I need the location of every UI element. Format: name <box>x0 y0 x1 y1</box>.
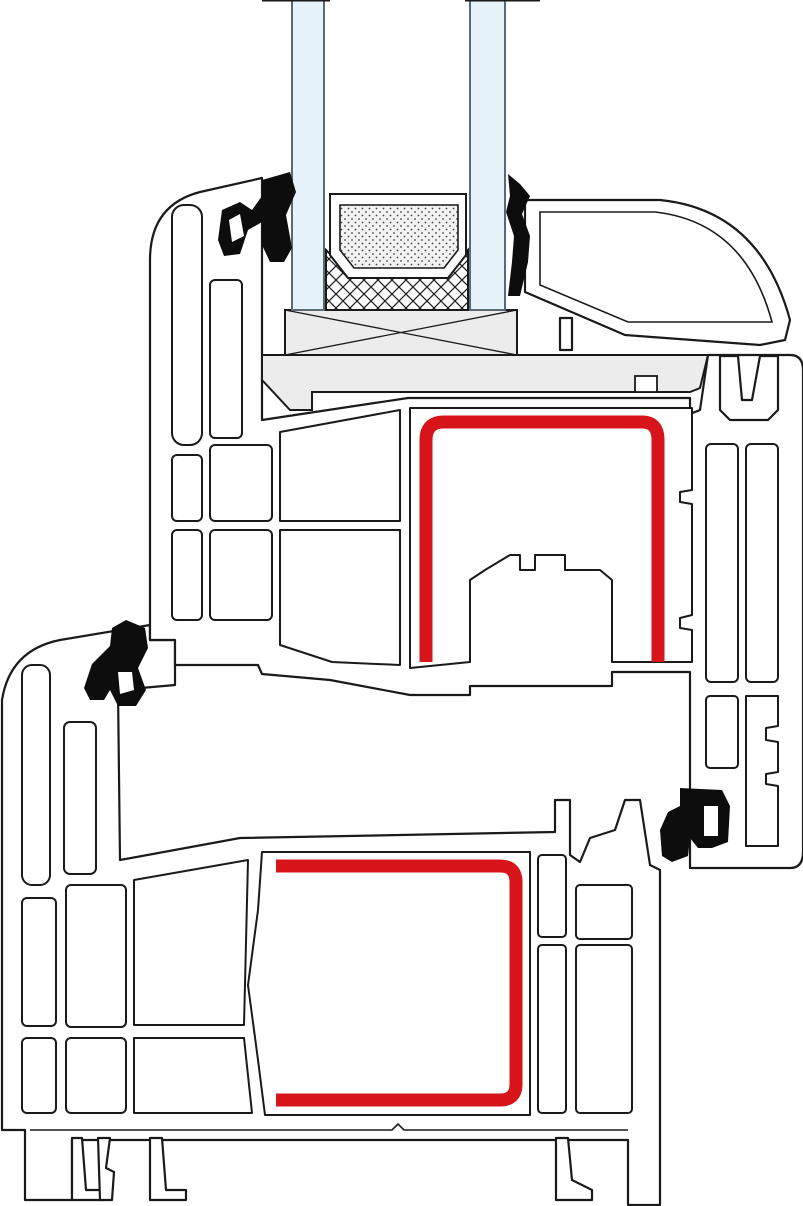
sash-chamber <box>705 443 739 683</box>
frame-chamber <box>537 944 567 1114</box>
sash-hook <box>718 354 780 422</box>
frame-chamber <box>65 1037 127 1114</box>
glass-pane <box>291 0 325 311</box>
gasket-inner <box>118 672 134 694</box>
glazing-support <box>261 354 710 411</box>
mounting-foot <box>148 1136 188 1202</box>
sash-chamber <box>171 529 203 621</box>
steel-reinforcement <box>276 859 523 1107</box>
sash-chamber <box>279 409 401 522</box>
sash-chamber <box>745 695 779 847</box>
frame-profile <box>0 623 662 1206</box>
sash-chamber <box>171 204 203 446</box>
glazing-support-slot <box>634 375 658 393</box>
frame-chamber <box>537 854 567 938</box>
glass-pane <box>469 0 506 311</box>
glazing-bead-clip <box>558 316 574 352</box>
mounting-foot <box>96 1136 116 1202</box>
gasket <box>506 174 530 296</box>
sash-chamber <box>209 529 273 621</box>
frame-chamber <box>63 721 97 875</box>
sash-chamber <box>209 279 243 439</box>
setting-block <box>284 309 518 356</box>
gasket-inner <box>704 806 718 836</box>
desiccant <box>339 204 459 269</box>
gasket <box>218 172 296 262</box>
glazing-bead <box>523 198 792 347</box>
gasket-inner <box>229 214 244 242</box>
sash-chamber <box>745 443 779 683</box>
sash-chamber <box>279 529 401 666</box>
frame-chamber <box>133 1037 253 1114</box>
sash-profile <box>148 176 803 870</box>
sash-chamber <box>705 695 739 769</box>
frame-reinforcement-chamber <box>247 851 531 1116</box>
frame-chamber <box>575 944 633 1114</box>
gasket <box>84 620 148 706</box>
frame-chamber <box>65 884 127 1028</box>
steel-reinforcement <box>419 415 665 662</box>
sash-chamber <box>209 444 273 522</box>
frame-chamber <box>133 859 249 1026</box>
frame-chamber <box>21 1037 57 1114</box>
mounting-foot <box>554 1136 594 1202</box>
sash-reinforcement-chamber <box>409 407 693 669</box>
glazing-bead-inner <box>539 211 774 323</box>
frame-bottom-channel <box>30 1122 628 1131</box>
frame-chamber <box>575 884 633 940</box>
sash-chamber <box>171 454 203 522</box>
frame-chamber <box>21 897 57 1027</box>
frame-chamber <box>21 664 51 886</box>
